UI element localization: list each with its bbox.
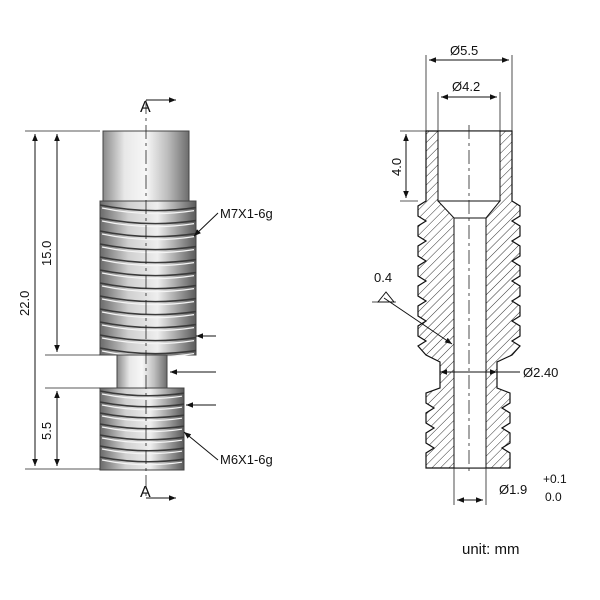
thread-ridge: [99, 269, 197, 277]
thread-highlight: [101, 246, 195, 254]
thread-ridge: [99, 295, 197, 303]
section-mark-top: A: [140, 99, 151, 116]
thread-ridge: [99, 321, 197, 329]
lower-thread-ridges: [99, 390, 185, 466]
thread-ridge: [99, 230, 197, 238]
top-bore: [437, 130, 501, 202]
thread-ridge: [99, 423, 185, 430]
thread-highlight: [101, 448, 183, 455]
upper-thread-ridges: [99, 204, 197, 358]
upper-shank: [102, 130, 190, 202]
thread-highlight: [101, 459, 183, 466]
dim-outer-dia: Ø5.5: [450, 43, 478, 58]
through-bore: [453, 217, 487, 469]
lower-thread: [99, 387, 185, 471]
thread-highlight: [101, 415, 183, 422]
dim-upper: 15.0: [39, 241, 54, 266]
neck: [116, 354, 168, 389]
thread-ridge: [99, 308, 197, 316]
thread-ridge: [99, 401, 185, 408]
dim-hole-dia: Ø1.9: [499, 482, 527, 497]
thread-ridge: [99, 390, 185, 397]
thread-highlight: [101, 207, 195, 215]
thread-lower-label: M6X1-6g: [220, 452, 273, 467]
thread-ridge: [99, 243, 197, 251]
thread-highlight: [101, 259, 195, 267]
thread-highlight: [101, 393, 183, 400]
thread-ridge: [99, 256, 197, 264]
left-view: A A 22.0 15.0 5.5 M7X1-6g M6X1-6g: [17, 97, 273, 501]
dim-wall: 0.4: [374, 270, 392, 285]
tol-upper: +0.1: [543, 472, 567, 486]
dim-neck-dia: Ø2.40: [523, 365, 558, 380]
dim-inner-dia: Ø4.2: [452, 79, 480, 94]
thread-highlight: [101, 298, 195, 306]
thread-ridge: [99, 347, 197, 355]
thread-highlight: [101, 285, 195, 293]
thread-ridge: [99, 217, 197, 225]
dim-lower: 5.5: [39, 422, 54, 440]
thread-ridge: [99, 204, 197, 212]
thread-highlight: [101, 426, 183, 433]
thread-ridge: [99, 282, 197, 290]
tol-lower: 0.0: [545, 490, 562, 504]
section-mark-bottom: A: [140, 484, 151, 501]
thread-ridge: [99, 456, 185, 463]
dim-bore-depth: 4.0: [389, 158, 404, 176]
dim-total: 22.0: [17, 291, 32, 316]
thread-highlight: [101, 311, 195, 319]
thread-highlight: [101, 272, 195, 280]
upper-thread: [99, 200, 197, 358]
thread-ridge: [99, 412, 185, 419]
thread-highlight: [101, 404, 183, 411]
right-view: Ø5.5 Ø4.2 4.0 0.4 Ø2.40 Ø1.9 +0.1 0.0: [372, 43, 567, 505]
thread-highlight: [101, 233, 195, 241]
thread-upper-label: M7X1-6g: [220, 206, 273, 221]
thread-ridge: [99, 334, 197, 342]
thread-highlight: [101, 437, 183, 444]
thread-ridge: [99, 445, 185, 452]
unit-label: unit: mm: [462, 541, 520, 558]
thread-highlight: [101, 220, 195, 228]
thread-highlight: [101, 337, 195, 345]
thread-highlight: [101, 324, 195, 332]
thread-ridge: [99, 434, 185, 441]
